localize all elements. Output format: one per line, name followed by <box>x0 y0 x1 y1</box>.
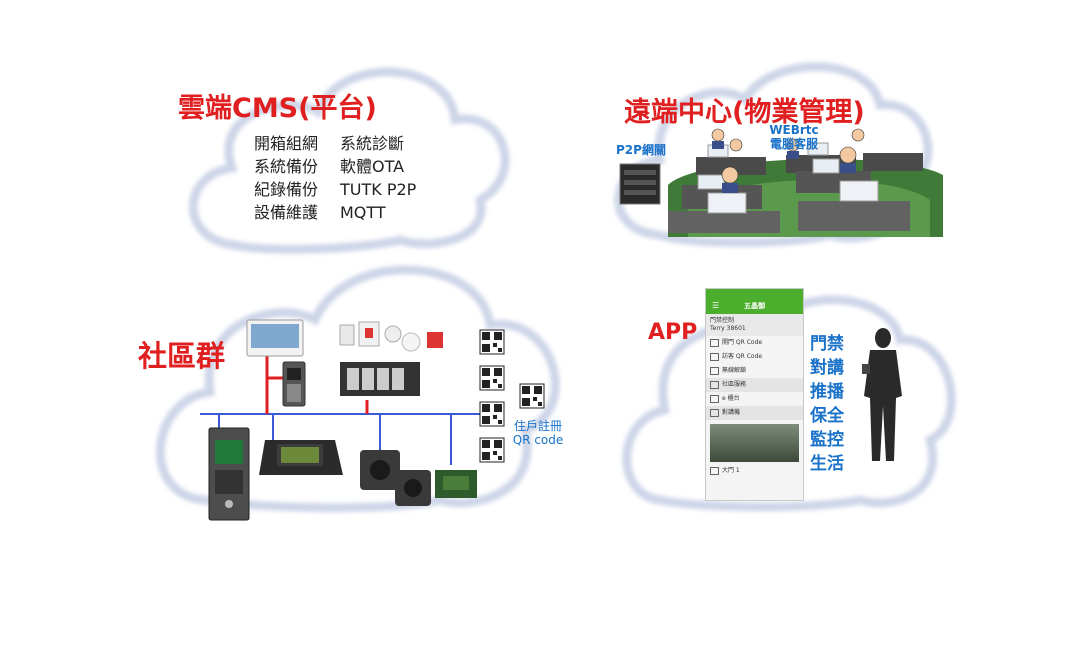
agent <box>711 128 725 142</box>
webrtc-label: WEBrtc 電腦客服 <box>764 123 824 151</box>
agent <box>851 128 865 142</box>
agent <box>729 138 743 152</box>
cms-feature: 系統診斷 <box>340 134 405 153</box>
counter-icon <box>710 394 719 403</box>
desk <box>668 211 780 233</box>
community-network-diagram <box>200 319 545 521</box>
phone-door-label: 大門 1 <box>706 464 803 478</box>
ip-cameras <box>360 450 431 506</box>
agent <box>839 146 857 164</box>
phone-section-label: 社區服務 <box>722 381 747 388</box>
resident-qr-label: 住戶註冊 QR code <box>508 419 568 447</box>
qr-codes <box>479 329 545 463</box>
qr-code <box>479 329 505 355</box>
phone-status-bar <box>706 289 803 298</box>
phone-menu-item-label: 訪客 QR Code <box>722 353 763 360</box>
qr-code <box>479 401 505 427</box>
desk <box>696 157 766 175</box>
keypad-panels <box>340 362 420 396</box>
cms-feature-list: 開箱組網 系統診斷 系統備份 軟體OTA 紀錄備份 TUTK P2P 設備維護 MQTT <box>254 132 416 224</box>
cms-feature: 軟體OTA <box>340 157 405 176</box>
qr-icon <box>710 338 719 347</box>
door-station-small <box>282 361 306 407</box>
cms-feature: 設備維護 <box>254 203 319 222</box>
cms-feature: 開箱組網 <box>254 134 319 153</box>
cms-feature: MQTT <box>340 203 386 222</box>
service-icon <box>710 380 719 389</box>
phone-header: ☰ 五晶御 <box>706 298 803 314</box>
cms-cloud <box>188 67 510 254</box>
app-feature: 監控 <box>810 430 844 450</box>
app-feature: 門禁 <box>810 334 844 354</box>
phone-door-control: 門禁控制 Terry 38601 <box>706 314 803 336</box>
qr-code <box>519 383 545 409</box>
phone-menu-item-label: e 櫃台 <box>722 395 740 402</box>
agent <box>721 166 739 184</box>
phone-header-title: 五晶御 <box>744 302 765 310</box>
app-feature-list: 門禁 對講 推播 保全 監控 生活 <box>810 332 844 476</box>
community-title: 社區群 <box>138 339 226 373</box>
door-station-main <box>208 427 250 521</box>
resident-qr-label-line: QR code <box>512 433 564 447</box>
phone-section-label: 對講機 <box>722 409 741 416</box>
cms-row: 系統備份 軟體OTA <box>254 155 416 178</box>
cms-row: 開箱組網 系統診斷 <box>254 132 416 155</box>
phone-menu-item-label: 無線解鎖 <box>722 367 747 374</box>
phone-door-control-user: Terry 38601 <box>710 325 746 332</box>
phone-menu-item: 訪客 QR Code <box>706 350 803 364</box>
unlock-icon <box>710 366 719 375</box>
menu-icon: ☰ <box>712 301 720 310</box>
monitor <box>807 142 829 156</box>
phone-menu-item-label: 開門 QR Code <box>722 339 763 346</box>
phone-menu-item: 開門 QR Code <box>706 336 803 350</box>
master-station <box>259 440 343 475</box>
intercom-icon <box>710 408 719 417</box>
qr-icon <box>710 352 719 361</box>
monitor <box>707 192 747 214</box>
desk <box>798 201 910 231</box>
monitor <box>839 180 879 202</box>
phone-section-header: 對講機 <box>706 406 803 420</box>
qr-code <box>479 437 505 463</box>
phone-door-control-title: 門禁控制 <box>710 317 735 324</box>
phone-door-label-text: 大門 1 <box>722 467 740 474</box>
indoor-monitor <box>246 319 304 357</box>
cms-row: 設備維護 MQTT <box>254 201 416 224</box>
user-silhouette <box>862 328 902 461</box>
mobile-app-screenshot: ☰ 五晶御 門禁控制 Terry 38601 開門 QR Code 訪客 QR … <box>705 288 804 501</box>
door-icon <box>710 466 719 475</box>
monitor <box>812 158 840 174</box>
app-feature: 對講 <box>810 358 844 378</box>
phone-video-preview <box>710 424 799 462</box>
p2p-gateway-device <box>619 163 661 205</box>
call-center-illustration <box>668 128 943 237</box>
phone-menu-item: 無線解鎖 <box>706 364 803 378</box>
control-board <box>435 470 477 498</box>
phone-section-header: 社區服務 <box>706 378 803 392</box>
cms-feature: 系統備份 <box>254 157 319 176</box>
p2p-gateway-label: P2P網關 <box>616 143 666 157</box>
webrtc-label-line: 電腦客服 <box>769 137 818 151</box>
cms-row: 紀錄備份 TUTK P2P <box>254 178 416 201</box>
webrtc-label-line: WEBrtc <box>769 123 819 137</box>
remote-center-title: 遠端中心(物業管理) <box>624 97 865 128</box>
app-title: APP <box>648 320 698 345</box>
cms-feature: 紀錄備份 <box>254 180 319 199</box>
cms-feature: TUTK P2P <box>340 180 417 199</box>
resident-qr-label-line: 住戶註冊 <box>513 419 562 433</box>
qr-code <box>479 365 505 391</box>
desk <box>863 153 923 171</box>
app-feature: 生活 <box>810 454 844 474</box>
app-feature: 保全 <box>810 406 844 426</box>
cms-title: 雲端CMS(平台) <box>178 93 377 124</box>
app-feature: 推播 <box>810 382 844 402</box>
phone-menu-item: e 櫃台 <box>706 392 803 406</box>
security-sensors <box>339 321 443 352</box>
monitor <box>697 174 725 190</box>
